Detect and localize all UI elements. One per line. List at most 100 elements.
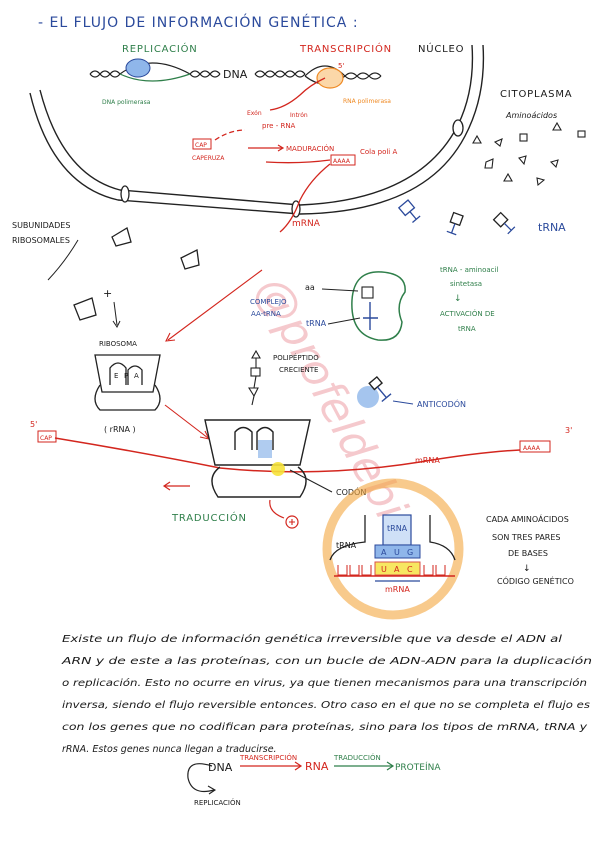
enzyme-aa-square [361, 286, 374, 299]
nucleo-label: NÚCLEO [418, 42, 464, 55]
activation-arrow: ↓ [454, 294, 462, 304]
bottom-transcripcion: TRANSCRIPCIÓN [239, 753, 297, 762]
bottom-dna: DNA [208, 761, 233, 774]
plus-sign: + [103, 287, 112, 300]
enzyme-label: tRNA - aminoacil [440, 266, 498, 274]
mrna-translation-label: mRNA [415, 456, 440, 465]
creciente-label: CRECIENTE [279, 366, 318, 374]
paragraph-line-4: inversa, siendo el flujo reversible ento… [62, 700, 590, 711]
zoom-highlight-ring [322, 478, 464, 620]
exon-label: Exón [247, 110, 262, 117]
mrna-to-ribosome-arrow [167, 269, 263, 341]
traduccion-label: TRADUCCIÓN [171, 511, 247, 524]
page-title: - EL FLUJO DE INFORMACIÓN GENÉTICA : [38, 13, 359, 31]
dna-polimerasa-label: DNA polimerasa [102, 99, 151, 106]
activacion-label: ACTIVACIÓN DE [440, 309, 495, 318]
nascent-rna [269, 77, 326, 111]
aa-trna-label: AA-tRNA [251, 310, 281, 318]
incoming-trna [368, 375, 392, 403]
polipeptido-label: POLIPÉPTIDO [273, 353, 319, 362]
anticodon-strip [374, 544, 421, 559]
citoplasma-label: CITOPLASMA [500, 89, 572, 100]
translating-ribosome [204, 419, 311, 498]
anticodon-label: ANTICODÓN [417, 398, 466, 409]
polypeptide-chain [248, 349, 261, 406]
ribosome-site-p: P [124, 372, 128, 380]
ribosome-site-a: A [134, 372, 139, 380]
aminoacidos-label: Aminoácidos [505, 111, 557, 120]
poly-a-box-nucleus [330, 154, 356, 166]
sintetasa-label: sintetasa [450, 280, 482, 288]
nuclear-pores [120, 119, 464, 218]
paragraph-line-1: Existe un flujo de información genética … [62, 634, 562, 645]
caperuza-label: CAPERUZA [192, 155, 225, 162]
trna-label-top: tRNA [538, 221, 566, 234]
ribosome-trna-inside [258, 440, 272, 458]
amino-acid-shapes [472, 121, 586, 187]
dna-polymerase-blob [125, 58, 151, 78]
codon-note-line1: CADA AMINOÁCIDOS [486, 513, 569, 524]
synthetase-enzyme [351, 271, 406, 341]
codon-label: CODÓN [336, 486, 366, 497]
trna-small-label: tRNA [306, 319, 327, 328]
codon-note-arrow: ↓ [523, 564, 531, 574]
transcripcion-label: TRANSCRIPCIÓN [299, 42, 392, 55]
zoom-trna-left: tRNA [336, 541, 357, 550]
mrna-exit-strand [279, 163, 331, 233]
anticodon-base-2: U [394, 548, 400, 557]
paragraph-line-6: rRNA. Estos genes nunca llegan a traduci… [62, 744, 277, 755]
trna-icons [397, 199, 516, 236]
cap-label-translation: CAP [40, 435, 52, 442]
bottom-replicacion: REPLICACIÓN [194, 798, 241, 807]
three-prime-translation: 3' [565, 426, 572, 435]
zoom-mrna-label: mRNA [385, 585, 410, 594]
cap-label-nucleus: CAP [195, 142, 207, 149]
mrna-translation-strand [54, 437, 521, 473]
enzyme-trna-shape [363, 302, 378, 330]
ribosomales-label: RIBOSOMALES [12, 236, 70, 245]
ribosome-site-e: E [114, 372, 118, 380]
replicacion-label: REPLICACIÓN [122, 42, 198, 55]
complejo-label: COMPLEJO [250, 298, 287, 306]
codon-strip [374, 561, 421, 576]
aa-label: aa [305, 283, 315, 292]
codon-base-2: A [394, 565, 400, 574]
mature-rna-strand [265, 159, 331, 164]
five-prime-translation: 5' [30, 420, 37, 429]
codon-base-3: C [407, 565, 413, 574]
cap-box-nucleus [192, 138, 212, 150]
pre-rna-label: pre - RNA [262, 122, 296, 130]
zoom-mrna-bases [337, 565, 446, 576]
dna-label: DNA [223, 68, 248, 81]
zoom-trna-body [382, 514, 412, 546]
bottom-traduccion: TRADUCCIÓN [333, 753, 381, 762]
subunit-pointer-line [47, 239, 79, 281]
rrna-label: ( rRNA ) [104, 425, 136, 434]
pre-rna-strand [214, 129, 246, 141]
rna-polimerasa-label: RNA polimerasa [343, 98, 391, 105]
replication-loop [187, 763, 215, 793]
codon-note-line4: CÓDIGO GENÉTICO [497, 575, 574, 586]
paragraph-line-2: ARN y de este a las proteínas, con un bu… [61, 656, 592, 667]
poly-a-box-translation [519, 440, 551, 453]
intron-label: Intrón [290, 112, 308, 119]
ribosome-schematic [94, 354, 161, 411]
bottom-proteina: PROTEÍNA [395, 761, 441, 773]
subunidades-label: SUBUNIDADES [12, 221, 70, 230]
cap-box-translation [37, 430, 57, 443]
mrna-exit-label: mRNA [292, 219, 321, 229]
poly-a-label-nucleus: AAAA [333, 158, 351, 165]
anticodon-highlight [357, 386, 379, 408]
ribosome-subunit-shapes [73, 227, 200, 321]
maduracion-label: MADURACIÓN [286, 144, 334, 153]
codon-highlight [271, 462, 285, 476]
codon-base-1: U [381, 565, 387, 574]
codon-note-line2: SON TRES PARES [492, 533, 561, 542]
cola-poli-a-label: Cola poli A [360, 148, 397, 156]
paragraph-line-3: o replicación. Esto no ocurre en virus, … [62, 678, 587, 689]
explanation-paragraph: Existe un flujo de información genética … [61, 634, 592, 755]
codon-note-line3: DE BASES [508, 549, 548, 558]
activacion-trna-label: tRNA [458, 325, 476, 333]
